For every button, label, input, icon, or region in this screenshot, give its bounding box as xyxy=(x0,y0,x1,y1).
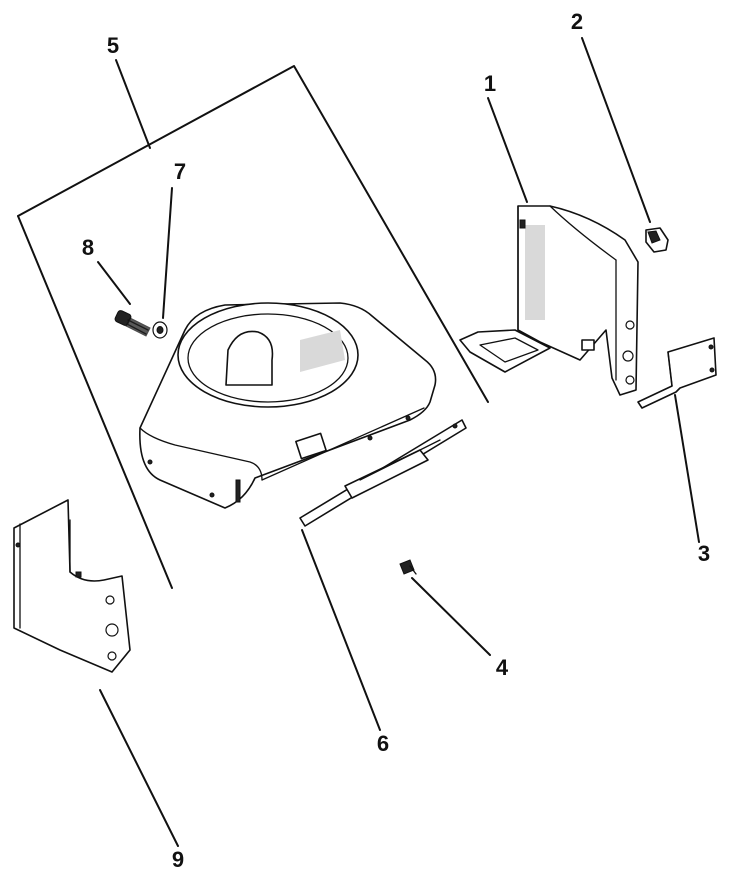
shroud-1 xyxy=(459,205,639,396)
leader-5 xyxy=(115,59,151,149)
leader-1 xyxy=(487,97,528,203)
washer-7 xyxy=(152,321,168,339)
side-shield-9 xyxy=(13,499,131,673)
callout-3: 3 xyxy=(697,541,711,566)
callout-9: 9 xyxy=(171,847,185,872)
leader-lines xyxy=(97,37,700,847)
callout-5: 5 xyxy=(106,33,120,58)
callout-2: 2 xyxy=(570,9,584,34)
bracket-3 xyxy=(637,337,717,409)
screw-4 xyxy=(399,559,417,575)
clip-2 xyxy=(645,227,669,253)
leader-9 xyxy=(99,689,179,847)
callout-6: 6 xyxy=(376,731,390,756)
screw-8 xyxy=(114,310,151,337)
strip-6 xyxy=(299,419,467,527)
assembly-bracket-5 xyxy=(17,65,489,589)
leader-6 xyxy=(301,529,381,731)
leader-8 xyxy=(97,261,131,305)
leader-2 xyxy=(581,37,651,223)
callout-8: 8 xyxy=(81,235,95,260)
callout-7: 7 xyxy=(173,159,187,184)
blower-housing xyxy=(139,302,437,509)
leader-4 xyxy=(411,577,491,656)
callout-4: 4 xyxy=(495,655,509,680)
leader-7 xyxy=(162,187,173,319)
callout-1: 1 xyxy=(483,71,497,96)
leader-3 xyxy=(674,394,700,543)
